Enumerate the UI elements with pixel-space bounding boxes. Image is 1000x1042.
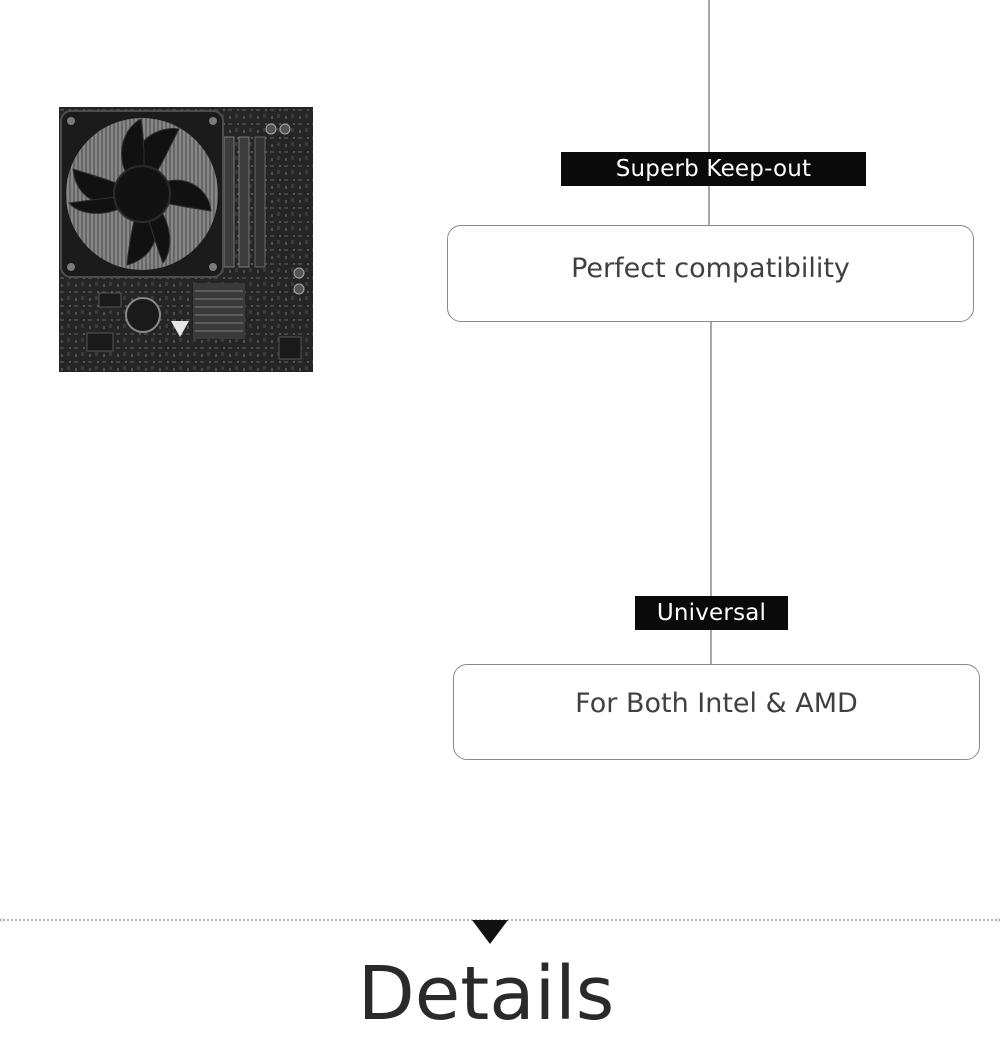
section-heading: Details (357, 951, 615, 1037)
connector-line-middle (710, 321, 712, 666)
feature-tag-label: Universal (656, 600, 767, 626)
feature-description: For Both Intel & AMD (575, 688, 858, 719)
triangle-down-icon (472, 920, 508, 944)
feature-box-compatibility: Perfect compatibility (447, 225, 974, 322)
cooler-on-motherboard-illustration (59, 107, 313, 372)
feature-tag-keep-out: Superb Keep-out (561, 152, 866, 186)
feature-box-intel-amd: For Both Intel & AMD (453, 664, 980, 760)
feature-tag-label: Superb Keep-out (615, 156, 812, 182)
cooler-on-motherboard-image (59, 107, 313, 372)
feature-tag-universal: Universal (635, 596, 788, 630)
connector-line-top (708, 0, 710, 227)
feature-description: Perfect compatibility (571, 253, 850, 284)
